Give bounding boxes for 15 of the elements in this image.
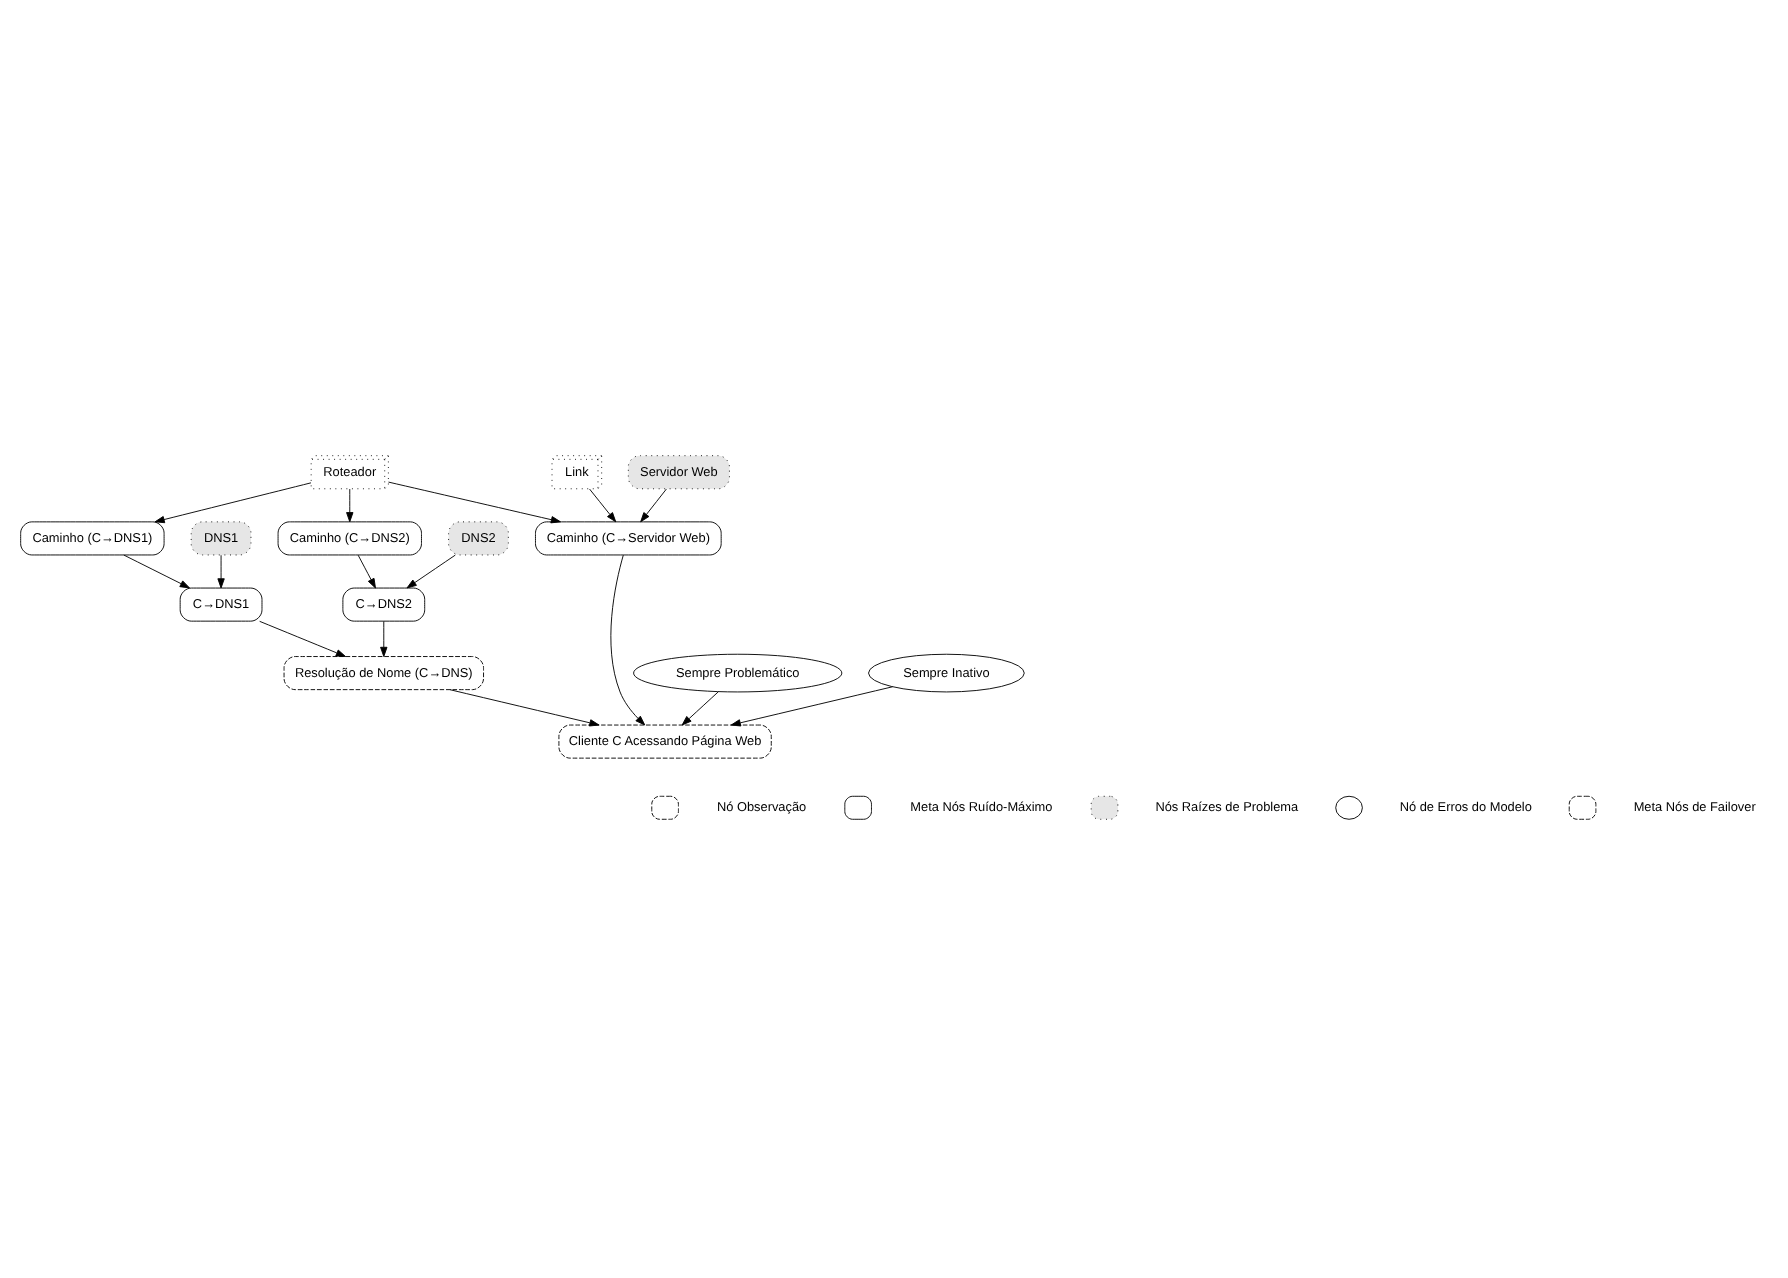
arrow: [388, 480, 561, 523]
arrow: [259, 619, 346, 656]
arrow: [681, 690, 719, 725]
arrow: [357, 553, 376, 588]
arrow: [730, 685, 893, 726]
arrow: [449, 688, 600, 726]
arrow: [406, 553, 456, 588]
arrow: [154, 481, 312, 523]
arrow: [610, 553, 646, 725]
arrow: [123, 553, 190, 588]
arrow: [640, 487, 667, 522]
arrow: [217, 553, 225, 588]
arrow: [380, 619, 388, 656]
arrow: [589, 487, 617, 522]
arrow: [346, 487, 354, 522]
